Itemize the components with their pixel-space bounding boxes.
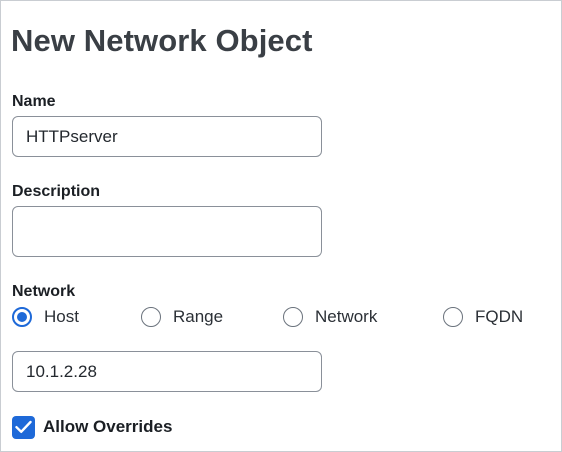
- radio-unselected-icon: [283, 307, 303, 327]
- radio-selected-icon: [12, 307, 32, 327]
- radio-range-label: Range: [173, 307, 224, 326]
- radio-range[interactable]: Range: [141, 304, 223, 330]
- allow-overrides-checkbox[interactable]: [12, 415, 35, 439]
- checkmark-icon: [15, 420, 32, 433]
- description-label: Description: [12, 183, 101, 200]
- network-label: Network: [12, 283, 76, 300]
- radio-unselected-icon: [443, 307, 463, 327]
- network-type-radio-group: Host Range Network FQDN: [12, 304, 532, 330]
- allow-overrides-checkbox-row[interactable]: Allow Overrides: [12, 415, 172, 439]
- radio-host-label: Host: [44, 307, 79, 326]
- radio-fqdn-label: FQDN: [475, 307, 524, 326]
- radio-unselected-icon: [141, 307, 161, 327]
- dialog-title: New Network Object: [11, 23, 313, 58]
- network-value-input[interactable]: [12, 351, 322, 392]
- description-input[interactable]: [12, 206, 322, 257]
- name-label: Name: [12, 93, 56, 110]
- radio-host[interactable]: Host: [12, 304, 79, 330]
- radio-network-label: Network: [315, 307, 378, 326]
- radio-network[interactable]: Network: [283, 304, 377, 330]
- allow-overrides-label: Allow Overrides: [43, 417, 173, 436]
- name-input[interactable]: [12, 116, 322, 157]
- radio-fqdn[interactable]: FQDN: [443, 304, 523, 330]
